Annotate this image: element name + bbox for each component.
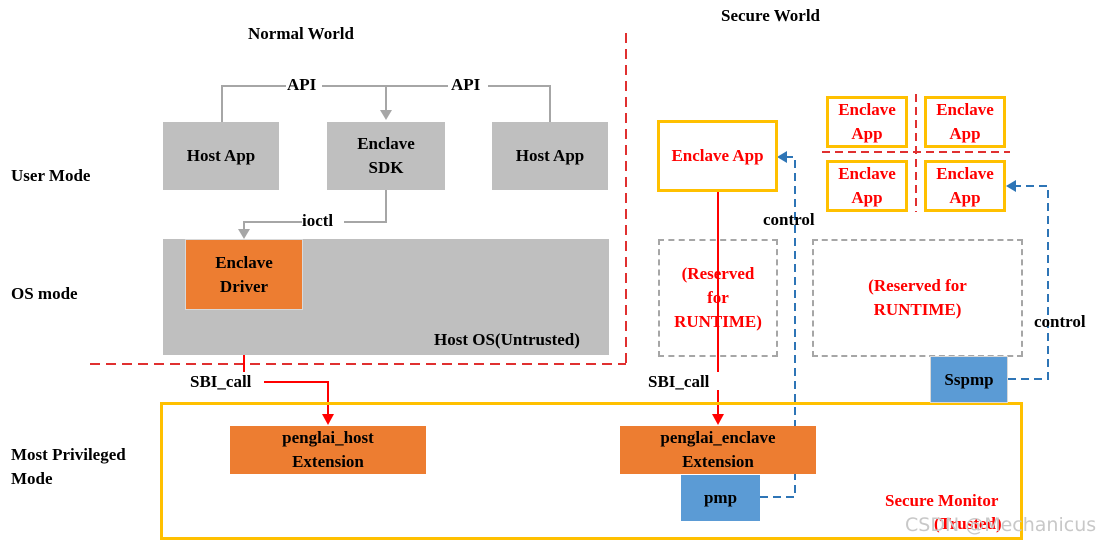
enclave-sdk-line1: Enclave xyxy=(357,134,415,153)
sspmp-label: Sspmp xyxy=(944,369,994,389)
reserved-left-line1: (Reserved xyxy=(681,264,755,283)
sspmp-box: Sspmp xyxy=(930,356,1008,403)
most-privileged-label-line2: Mode xyxy=(11,469,53,488)
reserved-runtime-left: (Reserved for RUNTIME) xyxy=(658,239,778,357)
enclave-app-grid-4-line2: App xyxy=(949,188,981,207)
reserved-runtime-right: (Reserved for RUNTIME) xyxy=(812,239,1023,357)
watermark: CSDN @Mechanicus xyxy=(905,514,1097,536)
pmp-label: pmp xyxy=(703,488,738,507)
pmp-box: pmp xyxy=(681,475,760,521)
enclave-app-grid-4-line1: Enclave xyxy=(936,164,994,183)
penglai-host-line2: Extension xyxy=(292,452,364,471)
enclave-app-grid-1-line1: Enclave xyxy=(838,100,896,119)
reserved-right-line1: (Reserved for xyxy=(868,276,967,295)
user-mode-label: User Mode xyxy=(11,166,91,185)
host-app-right: Host App xyxy=(492,122,608,190)
reserved-left-line2: for xyxy=(707,288,729,307)
enclave-driver-box: Enclave Driver xyxy=(185,239,303,310)
api-label-right: API xyxy=(451,75,481,94)
control-label-left: control xyxy=(763,210,815,229)
secure-monitor-label-line1: Secure Monitor xyxy=(885,491,999,510)
api-arrowhead xyxy=(380,110,392,120)
reserved-right-line2: RUNTIME) xyxy=(873,300,962,319)
penglai-enclave-line1: penglai_enclave xyxy=(660,428,776,447)
os-mode-label: OS mode xyxy=(11,284,78,303)
sbi-call-label-normal: SBI_call xyxy=(190,372,252,391)
enclave-sdk-box: Enclave SDK xyxy=(327,122,445,190)
enclave-app-grid-4: Enclave App xyxy=(924,160,1006,212)
enclave-sdk-line2: SDK xyxy=(368,158,404,177)
normal-world-title: Normal World xyxy=(248,24,354,43)
secure-monitor-label-line2: (Trusted) xyxy=(934,514,1002,533)
enclave-app-grid-1: Enclave App xyxy=(826,96,908,148)
ioctl-label: ioctl xyxy=(302,211,334,230)
secure-world-title: Secure World xyxy=(721,6,821,25)
sbi-host-arrowhead xyxy=(322,414,334,425)
host-app-right-label: Host App xyxy=(515,146,585,165)
control-left-arrowhead xyxy=(777,151,787,163)
api-line-left xyxy=(221,85,286,122)
most-privileged-label-line1: Most Privileged xyxy=(11,445,126,464)
enclave-driver-line2: Driver xyxy=(219,276,269,296)
sbi-enclave-arrowhead xyxy=(712,414,724,425)
ioctl-arrowhead xyxy=(238,229,250,239)
host-app-left: Host App xyxy=(163,122,279,190)
enclave-app-grid-1-line2: App xyxy=(851,124,883,143)
api-line-right xyxy=(488,85,551,122)
ioctl-line-right xyxy=(344,190,387,223)
penglai-host-extension: penglai_host Extension xyxy=(230,426,426,474)
enclave-app-main: Enclave App xyxy=(657,120,778,192)
control-line-right xyxy=(1008,185,1049,380)
enclave-driver-line1: Enclave xyxy=(215,252,273,272)
sbi-call-label-secure: SBI_call xyxy=(648,372,710,391)
reserved-left-line3: RUNTIME) xyxy=(674,312,762,331)
enclave-app-grid-2-line1: Enclave xyxy=(936,100,994,119)
api-label-left: API xyxy=(287,75,317,94)
host-app-left-label: Host App xyxy=(186,146,256,165)
enclave-app-grid-3-line1: Enclave xyxy=(838,164,896,183)
penglai-host-line1: penglai_host xyxy=(282,428,374,447)
enclave-app-grid-2: Enclave App xyxy=(924,96,1006,148)
enclave-app-grid-3: Enclave App xyxy=(826,160,908,212)
enclave-app-grid-3-line2: App xyxy=(851,188,883,207)
penglai-enclave-extension: penglai_enclave Extension xyxy=(620,426,816,474)
secure-monitor-box xyxy=(160,402,1023,540)
enclave-app-grid-2-line2: App xyxy=(949,124,981,143)
control-right-arrowhead xyxy=(1006,180,1016,192)
control-label-right: control xyxy=(1034,312,1086,331)
penglai-enclave-line2: Extension xyxy=(682,452,754,471)
enclave-app-main-label: Enclave App xyxy=(671,146,764,165)
control-line-left xyxy=(760,156,796,498)
host-os-label: Host OS(Untrusted) xyxy=(434,330,580,349)
ioctl-line-left xyxy=(243,221,302,229)
